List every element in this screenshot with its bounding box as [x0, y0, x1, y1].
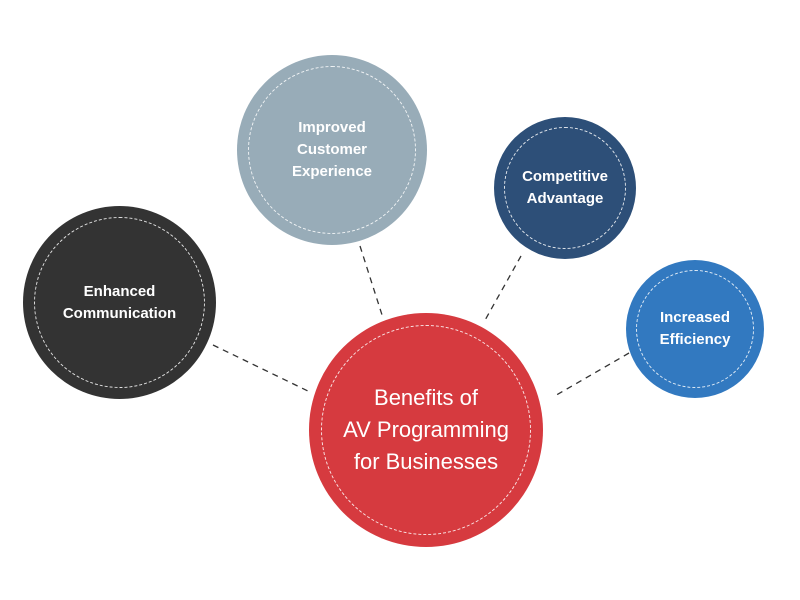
node-dashed-ring	[248, 66, 416, 234]
node-dashed-ring	[504, 127, 626, 249]
node-improved-customer-experience: Improved Customer Experience	[237, 55, 427, 245]
connector-efficiency	[552, 352, 630, 398]
center-node-benefits: Benefits of AV Programming for Businesse…	[309, 313, 543, 547]
center-label: Benefits of AV Programming for Businesse…	[343, 385, 509, 474]
node-label: Competitive Advantage	[522, 168, 608, 207]
node-increased-efficiency: Increased Efficiency	[626, 260, 764, 398]
node-label: Increased Efficiency	[659, 309, 731, 348]
connector-communication	[212, 344, 311, 393]
center-dashed-ring	[321, 325, 531, 535]
connector-customer	[359, 245, 384, 319]
node-enhanced-communication: Enhanced Communication	[23, 206, 216, 399]
node-label: Enhanced Communication	[62, 282, 177, 322]
node-dashed-ring	[636, 270, 754, 388]
node-label: Improved Customer Experience	[291, 119, 373, 180]
node-dashed-ring	[34, 217, 205, 388]
connector-competitive	[483, 255, 522, 323]
node-competitive-advantage: Competitive Advantage	[494, 117, 636, 259]
